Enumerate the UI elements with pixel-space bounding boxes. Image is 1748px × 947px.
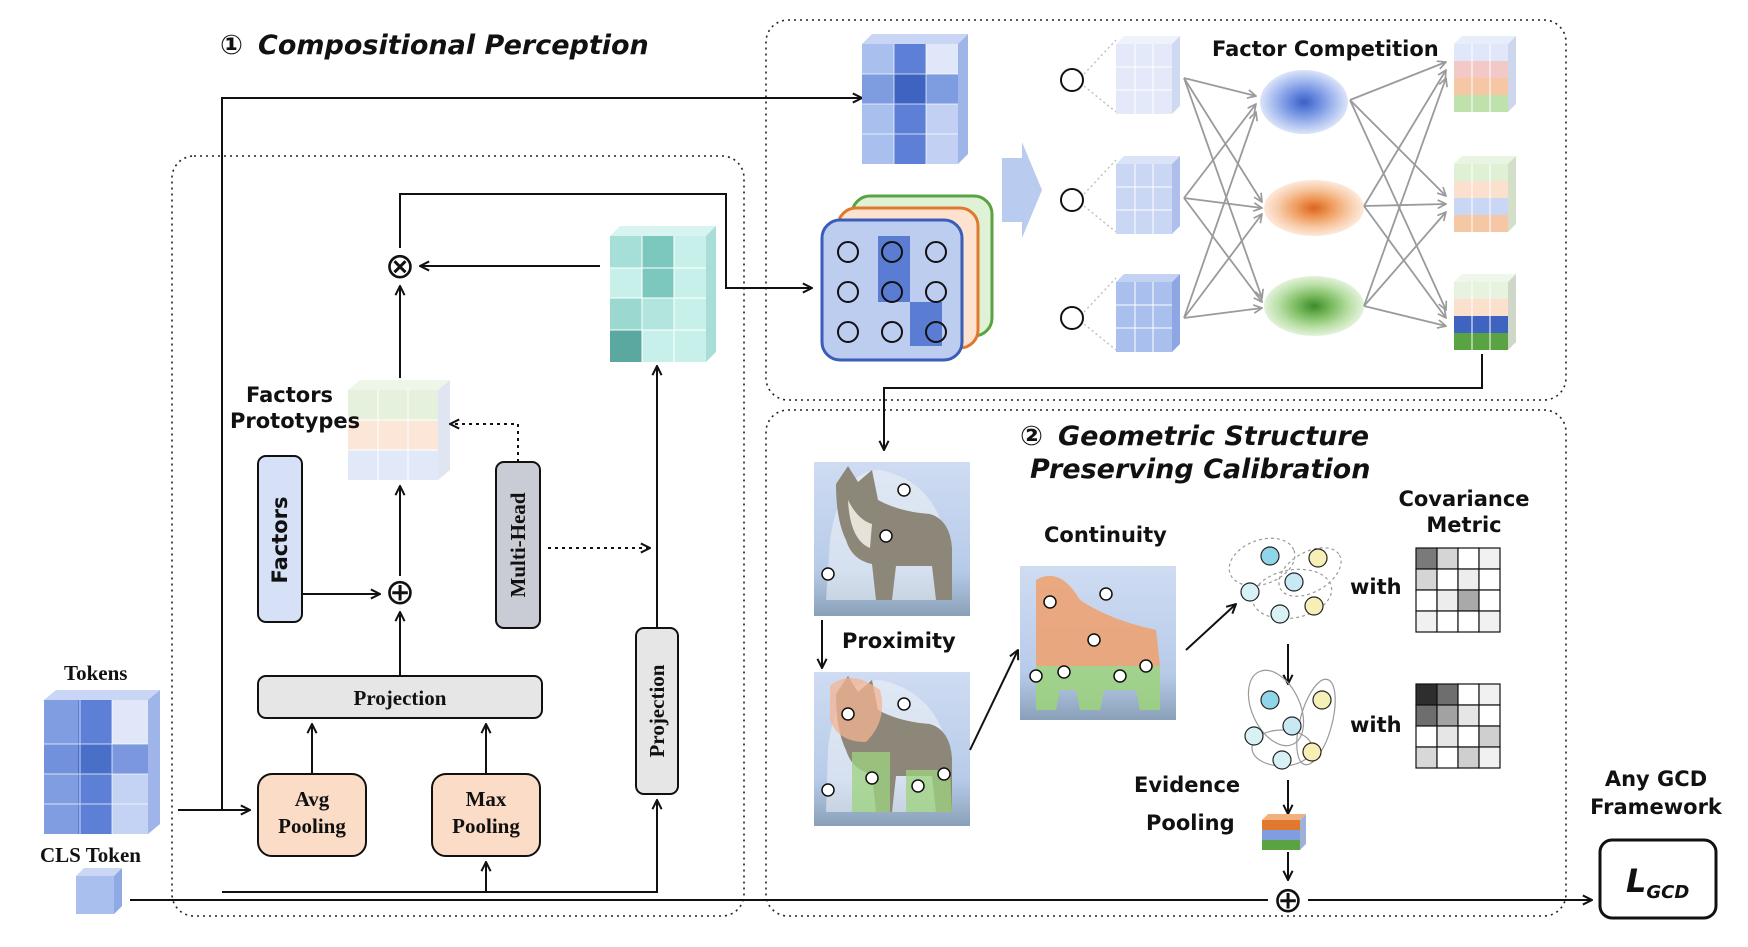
output-factor-cubes [1454, 36, 1516, 350]
factors-vertical-label: Factors [268, 496, 292, 583]
covariance-matrix-1 [1415, 547, 1501, 633]
projection-vertical-label: Projection [645, 664, 669, 757]
avg-pooling-label-1: Avg [295, 787, 330, 811]
upper-to-lower-connector [884, 354, 1483, 450]
evidence-pooled-cube [1262, 814, 1306, 850]
dog-image-proximity [814, 672, 970, 826]
max-pooling-label-1: Max [466, 787, 507, 811]
encoder-arrows [130, 98, 1592, 900]
blue-feature-cube-top [862, 34, 968, 164]
compositional-title: Compositional Perception [258, 30, 649, 61]
dog-image-original [814, 462, 970, 616]
gcd-loss-box [1598, 838, 1718, 920]
encoder-frame [171, 155, 745, 917]
green-density-blob [1264, 276, 1364, 336]
loss-symbol: L [1626, 862, 1646, 900]
factors-prototypes-cube [348, 380, 450, 480]
max-pooling-label-2: Pooling [452, 814, 520, 838]
teal-feature-cube [610, 226, 716, 362]
avg-pooling-label-2: Pooling [278, 814, 346, 838]
transition-chevron [1002, 142, 1042, 238]
multi-head-vertical-label: Multi-Head [506, 492, 530, 597]
cls-token-label: CLS Token [40, 843, 141, 867]
any-gcd-label-1: Any GCD [1605, 767, 1707, 791]
dog-image-continuity [1020, 566, 1176, 720]
feature-clusters-top [1228, 537, 1342, 624]
competition-arrows-left [1183, 77, 1262, 319]
orange-density-blob [1264, 180, 1364, 236]
covariance-label-1: Covariance [1398, 487, 1529, 511]
with-label-2: with [1350, 713, 1402, 737]
projection-label: Projection [354, 686, 447, 710]
proximity-label: Proximity [842, 629, 956, 653]
geometric-title-line2: Preserving Calibration [1030, 454, 1370, 485]
covariance-matrix-2 [1415, 683, 1501, 769]
factor-cubes [1116, 36, 1180, 352]
tokens-label: Tokens [64, 661, 127, 685]
geometric-title-line1: Geometric Structure [1058, 421, 1369, 452]
evidence-pooling-label-1: Evidence [1134, 773, 1240, 797]
geometric-number: ② [1020, 421, 1043, 452]
factor-competition-label: Factor Competition [1212, 37, 1439, 61]
covariance-label-2: Metric [1426, 513, 1501, 537]
calibration-frame [765, 409, 1567, 917]
with-label-1: with [1350, 575, 1402, 599]
feature-clusters-bottom [1244, 669, 1336, 770]
factors-prototypes-label-1: Factors [246, 383, 333, 407]
add-operator-encoder: ⊕ [385, 572, 415, 613]
compositional-number: ① [220, 30, 243, 61]
blue-density-blob [1260, 70, 1348, 134]
gcd-loss-text: LGCD [1626, 862, 1689, 903]
any-gcd-label-2: Framework [1590, 795, 1723, 819]
loss-subscript: GCD [1646, 882, 1689, 903]
factor-competition-frame [765, 19, 1567, 401]
factor-queries [1060, 39, 1117, 351]
continuity-label: Continuity [1044, 523, 1167, 547]
multiply-operator: ⊗ [385, 246, 415, 287]
attention-maps-stack [820, 194, 994, 362]
calibration-arrows [822, 604, 1288, 814]
competition-arrows-right [1349, 62, 1446, 326]
dotted-arrows [450, 424, 650, 548]
factors-box [257, 455, 303, 623]
add-operator-final: ⊕ [1273, 880, 1303, 921]
evidence-pooling-label-2: Pooling [1146, 811, 1235, 835]
factors-prototypes-label-2: Prototypes [230, 409, 360, 433]
cls-token-cube [76, 868, 122, 914]
tokens-cube [44, 690, 160, 834]
